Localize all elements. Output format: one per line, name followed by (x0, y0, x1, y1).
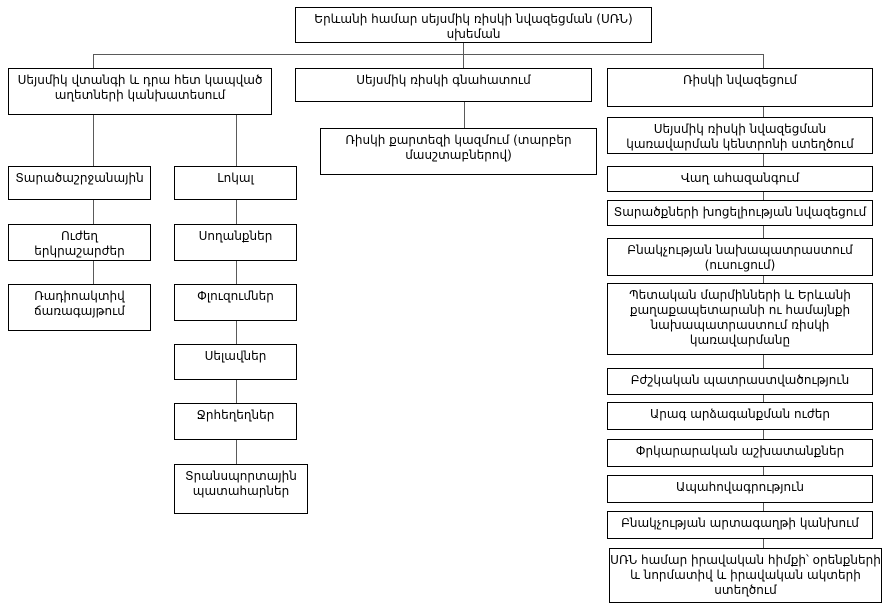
node-management-center: Սեյսմիկ ռիսկի նվազեցման կառավարման կենտր… (607, 117, 873, 154)
connector-line (93, 54, 94, 68)
connector-line (763, 154, 764, 166)
node-state-bodies-preparation: Պետական մարմինների և Երևանի քաղաքապետարա… (607, 283, 873, 355)
node-regional: Տարածաշրջանային (8, 166, 151, 200)
connector-line (763, 539, 764, 548)
node-collapses: Փլուզումներ (174, 284, 297, 321)
connector-line (763, 395, 764, 402)
node-local: Լոկալ (174, 166, 297, 200)
connector-line (236, 200, 237, 224)
connector-line (93, 200, 94, 224)
connector-line (763, 430, 764, 439)
branch-assessment-header: Սեյսմիկ ռիսկի գնահատում (295, 68, 592, 102)
node-floods: Ջրհեղեղներ (174, 403, 297, 440)
node-territory-vulnerability: Տարածքների խոցելիության նվազեցում (607, 200, 873, 226)
node-risk-map: Ռիսկի քարտեզի կազմում (տարբեր մասշտաբներ… (320, 128, 597, 175)
node-mudflows: Սելավներ (174, 344, 297, 380)
connector-line (236, 115, 237, 166)
connector-line (763, 192, 764, 200)
node-population-training: Բնակչության նախապատրաստում (ուսուցում) (607, 238, 873, 276)
node-radioactive-radiation: Ռադիոակտիվ ճառագայթում (8, 284, 151, 331)
node-strong-earthquakes: Ուժեղ երկրաշարժեր (8, 224, 151, 261)
connector-line (763, 226, 764, 238)
connector-line (463, 43, 464, 68)
branch-reduction-header: Ռիսկի նվազեցում (607, 68, 873, 107)
connector-line (763, 54, 764, 68)
connector-line (236, 380, 237, 403)
connector-line (93, 115, 94, 166)
node-rapid-response-forces: Արագ արձագանքման ուժեր (607, 402, 873, 430)
connector-line (763, 355, 764, 368)
node-medical-preparedness: Բժշկական պատրաստվածություն (607, 368, 873, 395)
node-transport-accidents: Տրանսպորտային պատահարներ (174, 464, 308, 514)
connector-line (236, 321, 237, 344)
connector-line (236, 440, 237, 464)
title-box: Երևանի համար սեյսմիկ ռիսկի նվազեցման (ՍՌ… (295, 7, 652, 43)
node-emigration-prevention: Բնակչության արտագաղթի կանխում (607, 511, 873, 539)
node-rescue-works: Փրկարարական աշխատանքներ (607, 439, 873, 467)
connector-line (236, 261, 237, 284)
node-legal-basis: ՍՌՆ համար իրավական հիմքի՝ օրենքների և նո… (609, 548, 882, 603)
connector-line (93, 261, 94, 284)
connector-line (763, 503, 764, 511)
node-landslides: Սողանքներ (174, 224, 297, 261)
connector-line (763, 276, 764, 283)
connector-line (464, 102, 465, 128)
connector-line (763, 467, 764, 475)
node-insurance: Ապահովագրություն (607, 475, 873, 503)
connector-line (763, 107, 764, 117)
connector-line (93, 54, 764, 55)
branch-forecast-header: Սեյսմիկ վտանգի և դրա հետ կապված աղետների… (8, 68, 272, 115)
node-early-warning: Վաղ ահազանգում (607, 166, 873, 192)
